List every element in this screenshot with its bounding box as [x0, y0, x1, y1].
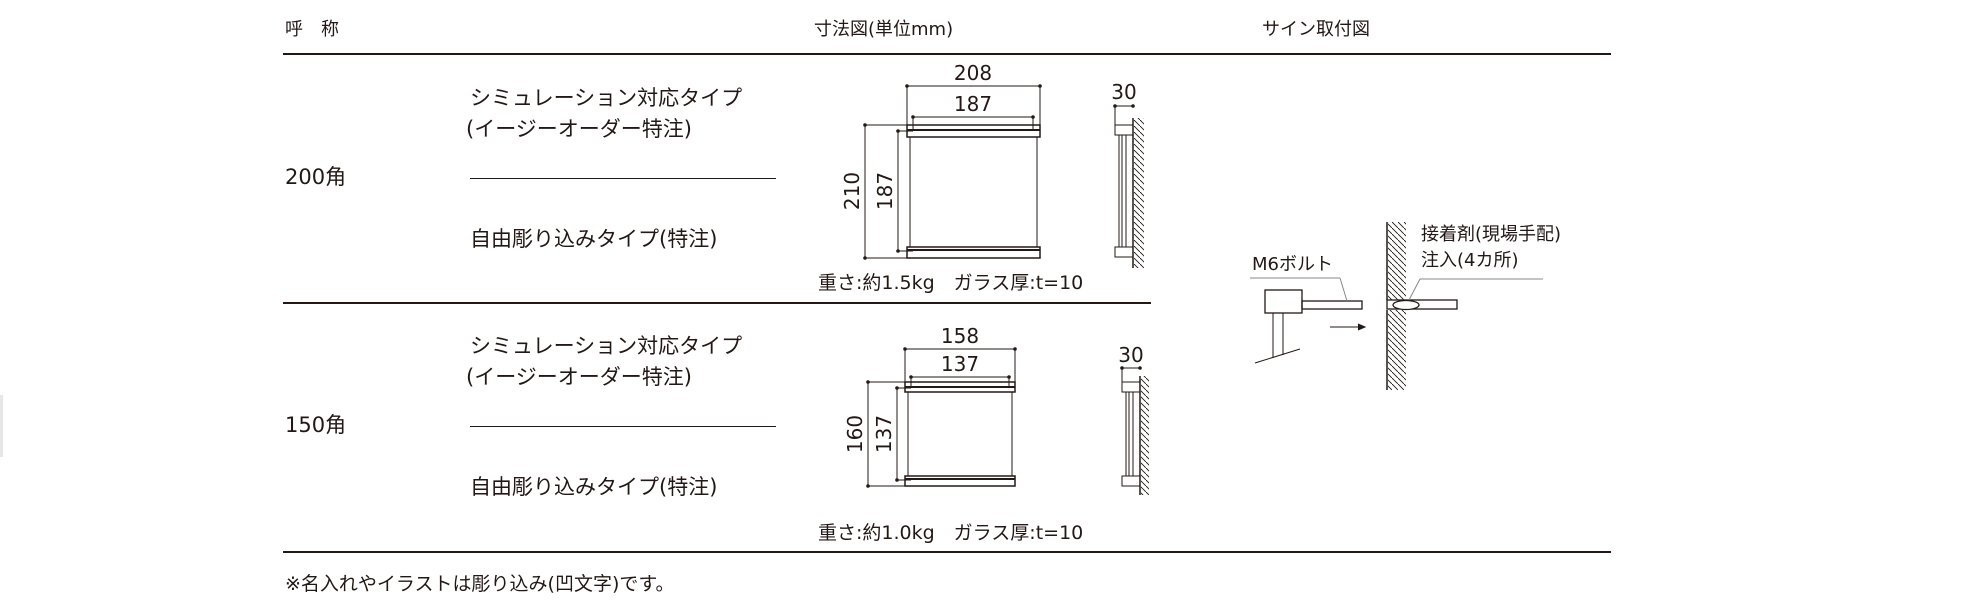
- bottom-divider: [283, 551, 1611, 553]
- size-label: 150角: [285, 413, 347, 437]
- spec-text: 重さ:約1.5kg ガラス厚:t=10: [818, 272, 1084, 294]
- dim-outer-height: 160: [843, 415, 867, 453]
- size-label: 200角: [285, 165, 347, 189]
- dim-inner-width: 187: [954, 92, 992, 116]
- row-divider: [283, 302, 1151, 304]
- dim-outer-width: 158: [941, 324, 979, 348]
- mounting-diagram: [1250, 222, 1543, 390]
- dimension-dots: [863, 84, 1142, 488]
- footnote: ※名入れやイラストは彫り込み(凹文字)です。: [285, 573, 675, 595]
- type-b: 自由彫り込みタイプ(特注): [470, 227, 718, 251]
- dim-inner-height: 187: [873, 172, 897, 210]
- dim-depth: 30: [1111, 80, 1136, 104]
- type-a-line2: (イージーオーダー特注): [466, 117, 692, 141]
- dim-inner-height: 137: [872, 415, 896, 453]
- front-view-200: [864, 85, 1041, 259]
- adhesive-line1: 接着剤(現場手配): [1421, 224, 1561, 245]
- type-b: 自由彫り込みタイプ(特注): [470, 475, 718, 499]
- type-a-line1: シミュレーション対応タイプ: [470, 334, 743, 358]
- type-a-line1: シミュレーション対応タイプ: [470, 86, 743, 110]
- dim-depth: 30: [1118, 343, 1143, 367]
- dim-outer-height: 210: [840, 172, 864, 210]
- side-view-150: [1121, 367, 1149, 495]
- side-view-200: [1114, 105, 1144, 268]
- header-dimensions: 寸法図(単位mm): [814, 19, 954, 40]
- scroll-edge: [0, 395, 3, 457]
- bolt-label: M6ボルト: [1252, 254, 1333, 275]
- type-a-line2: (イージーオーダー特注): [466, 365, 692, 389]
- adhesive-line2: 注入(4カ所): [1421, 250, 1519, 271]
- front-view-150: [867, 348, 1016, 487]
- type-divider: [470, 426, 776, 427]
- dim-outer-width: 208: [954, 61, 992, 85]
- type-divider: [470, 178, 776, 179]
- spec-text: 重さ:約1.0kg ガラス厚:t=10: [818, 522, 1084, 544]
- header-divider: [283, 53, 1611, 55]
- header-name: 呼 称: [285, 19, 339, 40]
- dim-inner-width: 137: [941, 352, 979, 376]
- header-mounting: サイン取付図: [1262, 19, 1370, 40]
